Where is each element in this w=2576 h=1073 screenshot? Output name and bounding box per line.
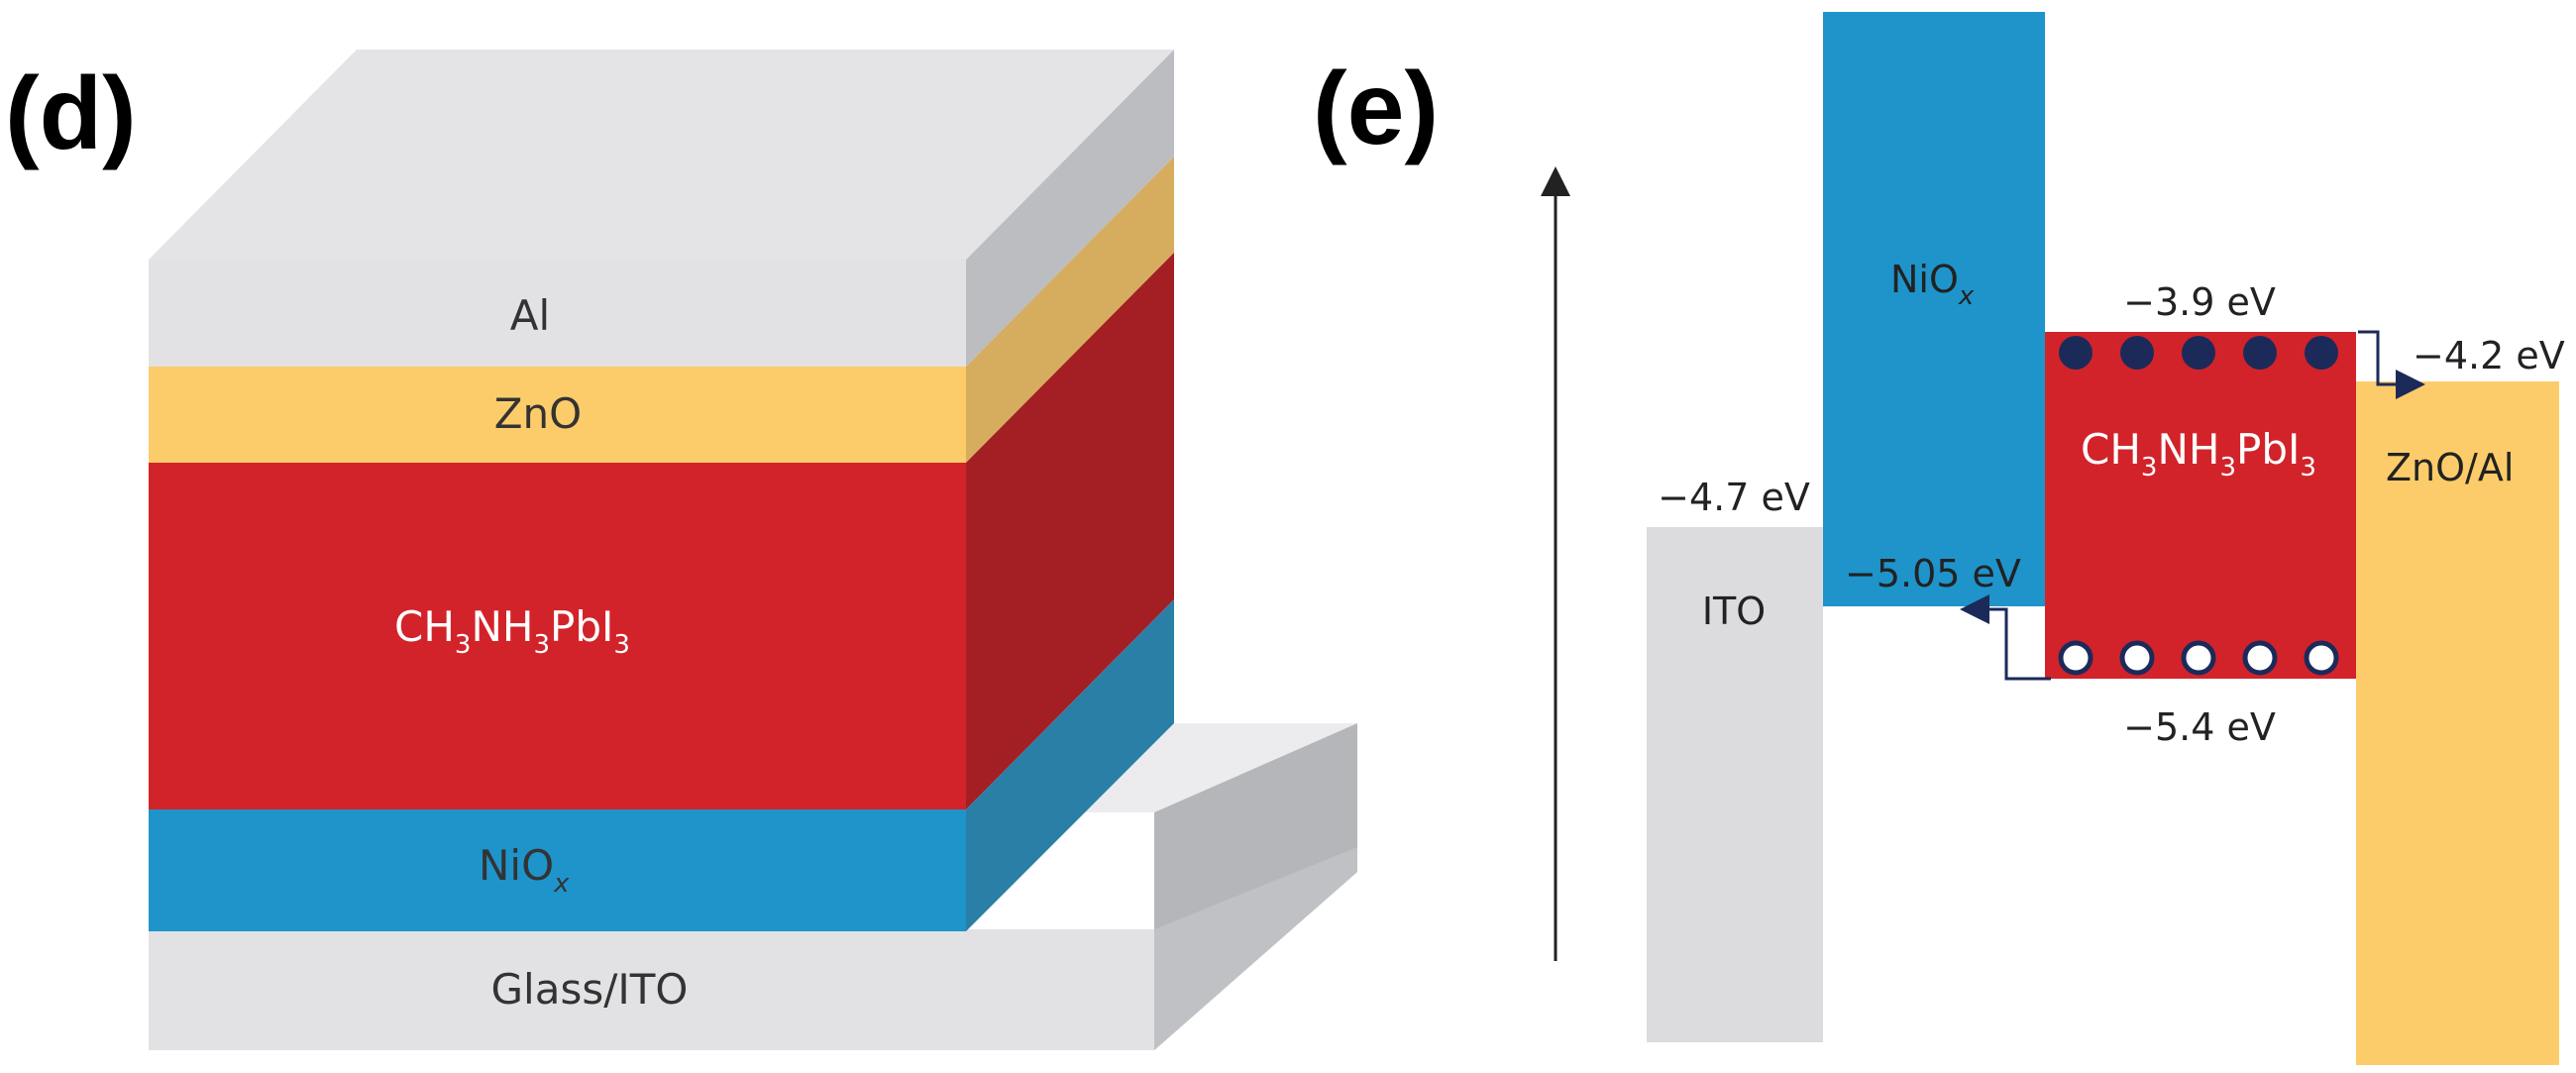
- al-label: Al: [510, 291, 550, 340]
- layer-niox: NiOx: [149, 809, 966, 931]
- layer-perovskite: CH3NH3PbI3: [149, 463, 966, 809]
- block-zno-al: ZnO/Al −4.2 eV: [2356, 334, 2565, 1065]
- holes: [2058, 640, 2339, 676]
- hole-transfer-arrow: [1960, 594, 2051, 681]
- electron-transfer-arrow: [2358, 330, 2425, 399]
- electron: [2120, 336, 2154, 370]
- electrons: [2059, 336, 2338, 370]
- glass-ito-label: Glass/ITO: [491, 965, 689, 1014]
- perovskite-label: CH3NH3PbI3: [394, 602, 630, 660]
- niox-block-label: NiOx: [1890, 258, 1975, 311]
- panel-label-d: (d): [5, 56, 137, 171]
- niox-vb-level-label: −5.05 eV: [1845, 552, 2021, 595]
- al-top-face: [149, 50, 1174, 260]
- energy-axis: [1541, 166, 1570, 961]
- layer-zno: ZnO: [149, 367, 966, 463]
- hole: [2181, 640, 2216, 676]
- ito-label: ITO: [1702, 590, 1766, 633]
- layer-al: Al: [149, 260, 966, 367]
- hole: [2304, 640, 2339, 676]
- zno-al-label: ZnO/Al: [2386, 446, 2514, 489]
- hole: [2242, 640, 2278, 676]
- electron: [2059, 336, 2093, 370]
- zno-label: ZnO: [494, 389, 582, 438]
- al-side-face: [966, 50, 1174, 367]
- perovskite-block-label: CH3NH3PbI3: [2081, 425, 2316, 483]
- perovskite-side-face: [966, 253, 1174, 809]
- ito-level-label: −4.7 eV: [1658, 476, 1810, 519]
- block-ito: ITO −4.7 eV: [1647, 476, 1823, 1042]
- zno-side-face: [966, 157, 1174, 463]
- block-niox: NiOx −5.05 eV: [1823, 12, 2045, 606]
- panel-label-e: (e): [1313, 52, 1439, 166]
- zno-level-label: −4.2 eV: [2413, 334, 2565, 377]
- hole: [2058, 640, 2093, 676]
- niox-side-face: [966, 599, 1174, 931]
- hole: [2119, 640, 2155, 676]
- electron: [2305, 336, 2338, 370]
- niox-label: NiOx: [479, 841, 570, 899]
- perov-vb-level-label: −5.4 eV: [2123, 705, 2276, 749]
- block-perovskite: CH3NH3PbI3 −3.9 eV −5.4 eV: [2045, 280, 2356, 749]
- electron: [2243, 336, 2277, 370]
- electron: [2182, 336, 2215, 370]
- perov-cb-level-label: −3.9 eV: [2123, 280, 2276, 324]
